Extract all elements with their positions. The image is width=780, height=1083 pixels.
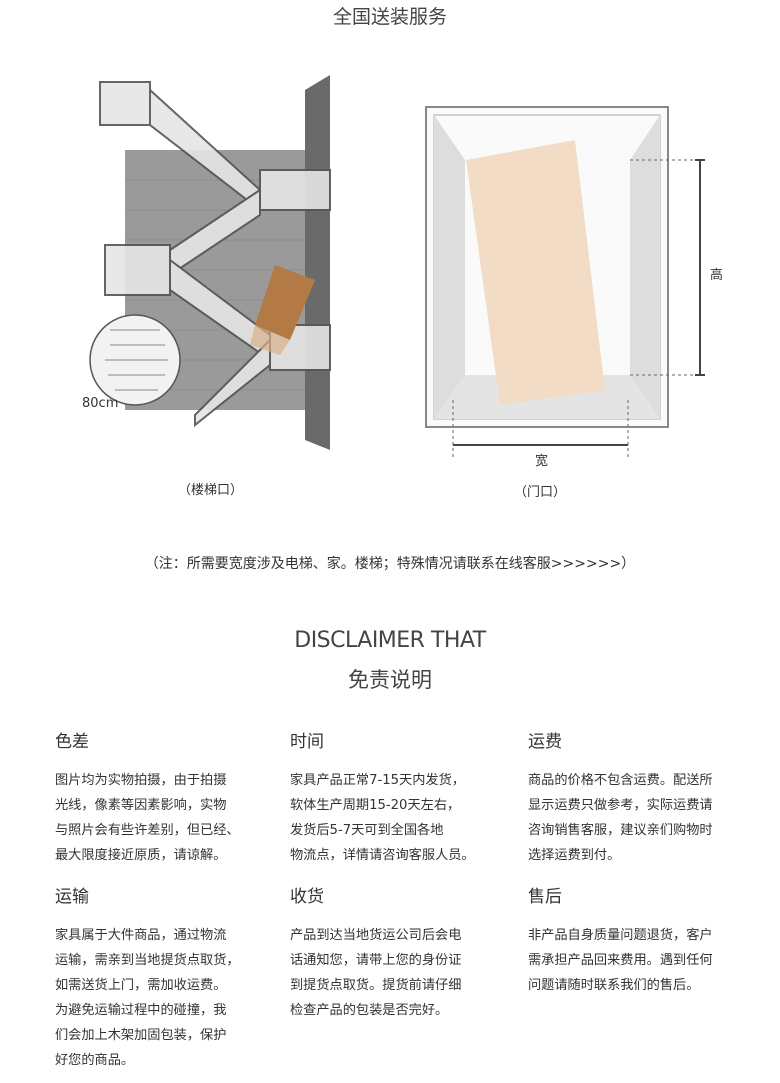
section-title: 售后 [528, 887, 562, 907]
section-text-line: 问题请随时联系我们的售后。 [528, 978, 700, 993]
section-text-line: 选择运费到付。 [528, 848, 621, 863]
section-text-line: 商品的价格不包含运费。配送所 [528, 773, 713, 788]
section-text-line: 需承担产品回来费用。遇到任何 [528, 953, 713, 968]
section-after-sales: 售后非产品自身质量问题退货，客户需承担产品回来费用。遇到任何问题请随时联系我们的… [528, 882, 768, 998]
stairs-illustration [89, 75, 331, 450]
stairs-width-measure: 80cm [82, 396, 119, 411]
section-title: 运输 [55, 887, 89, 907]
section-text-line: 非产品自身质量问题退货，客户 [528, 928, 713, 943]
door-width-label: 宽 [535, 454, 549, 469]
section-text-line: 与照片会有些许差别，但已经、 [55, 823, 240, 838]
section-text-line: 咨询销售客服，建议亲们购物时 [528, 823, 713, 838]
section-color-difference: 色差图片均为实物拍摄，由于拍摄光线，像素等因素影响，实物与照片会有些许差别，但已… [55, 727, 295, 868]
section-text-line: 运输，需亲到当地提货点取货， [55, 953, 240, 968]
section-receiving: 收货产品到达当地货运公司后会电话通知您，请带上您的身份证到提货点取货。提货前请仔… [290, 882, 530, 1023]
section-delivery-time: 时间家具产品正常7-15天内发货， 软体生产周期15-20天左右， 发货后5-7天可… [290, 727, 530, 868]
section-title: 色差 [55, 732, 89, 752]
section-text-line: 最大限度接近原质，请谅解。 [55, 848, 227, 863]
door-caption: （门口） [514, 485, 567, 500]
section-text-line: 显示运费只做参考，实际运费请 [528, 798, 713, 813]
section-text-line: 光线，像素等因素影响，实物 [55, 798, 227, 813]
section-title: 运费 [528, 732, 562, 752]
section-text-line: 家具产品正常7-15天内发货， [290, 773, 465, 788]
section-transport: 运输家具属于大件商品，通过物流运输，需亲到当地提货点取货， 如需送货上门，需加收运… [55, 882, 295, 1073]
size-note: （注：所需要宽度涉及电梯、家。楼梯；特殊情况请联系在线客服>>>>>>） [144, 556, 636, 572]
section-text-line: 图片均为实物拍摄，由于拍摄 [55, 773, 227, 788]
section-text-line: 发货后5-7天可到全国各地 [290, 823, 444, 838]
section-text-line: 如需送货上门，需加收运费。 [55, 978, 227, 993]
section-shipping-fee: 运费商品的价格不包含运费。配送所显示运费只做参考，实际运费请咨询销售客服，建议亲… [528, 727, 768, 868]
door-height-label: 高 [710, 268, 724, 283]
section-text-line: 家具属于大件商品，通过物流 [55, 928, 227, 943]
section-text-line: 为避免运输过程中的碰撞，我 [55, 1003, 227, 1018]
section-text-line: 软体生产周期15-20天左右， [290, 798, 461, 813]
section-title: 时间 [290, 732, 324, 752]
section-text-line: 到提货点取货。提货前请仔细 [290, 978, 462, 993]
section-text-line: 们会加上木架加固包装，保护 [55, 1028, 227, 1043]
section-text-line: 好您的商品。 [55, 1053, 135, 1068]
section-title: 收货 [290, 887, 324, 907]
disclaimer-title-cn: 免责说明 [348, 668, 432, 692]
page-title: 全国送装服务 [332, 6, 447, 28]
section-text-line: 话通知您，请带上您的身份证 [290, 953, 462, 968]
section-text-line: 产品到达当地货运公司后会电 [290, 928, 462, 943]
section-text-line: 物流点，详情请咨询客服人员。 [290, 848, 475, 863]
section-text-line: 检查产品的包装是否完好。 [290, 1003, 449, 1018]
stairs-caption: （楼梯口） [178, 483, 244, 498]
disclaimer-title-en: DISCLAIMER THAT [294, 628, 486, 653]
door-illustration [425, 106, 705, 460]
